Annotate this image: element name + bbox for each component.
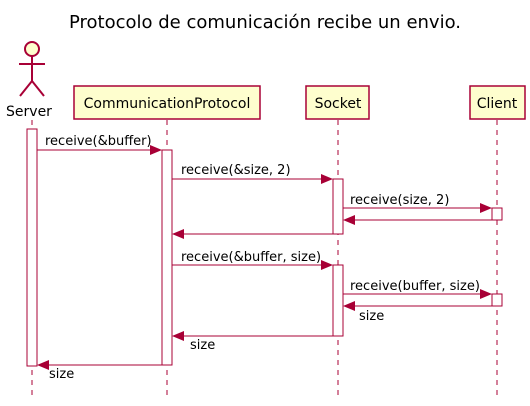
- message-label-6: receive(&buffer, size): [181, 250, 321, 265]
- participant-server: Server: [6, 41, 52, 120]
- participant-label-client: Client: [477, 96, 518, 112]
- message-1: receive(&buffer): [37, 134, 162, 155]
- message-label-2: receive(&size, 2): [181, 163, 291, 178]
- message-label-1: receive(&buffer): [45, 134, 152, 149]
- participant-label-server: Server: [6, 104, 52, 120]
- participant-label-protocol: CommunicationProtocol: [84, 96, 251, 112]
- message-label-3: receive(size, 2): [350, 193, 449, 208]
- message-9: size: [172, 331, 333, 353]
- participant-protocol: CommunicationProtocol: [73, 85, 261, 120]
- arrowhead-icon: [480, 203, 492, 213]
- activation-client-1: [491, 207, 503, 221]
- arrowhead-icon: [37, 360, 49, 370]
- arrowhead-icon: [321, 260, 333, 270]
- participant-client: Client: [469, 85, 526, 120]
- diagram-title: Protocolo de comunicación recibe un envi…: [69, 12, 461, 33]
- arrowhead-icon: [172, 229, 184, 239]
- message-6: receive(&buffer, size): [172, 250, 333, 270]
- actor-icon: [19, 41, 45, 97]
- message-10: size: [37, 360, 162, 382]
- message-3: receive(size, 2): [343, 193, 492, 213]
- message-label-10: size: [49, 367, 74, 382]
- activation-protocol: [161, 149, 173, 366]
- arrowhead-icon: [172, 331, 184, 341]
- activation-socket-1: [332, 178, 344, 235]
- message-7: receive(buffer, size): [343, 279, 492, 299]
- arrowhead-icon: [150, 145, 162, 155]
- message-2: receive(&size, 2): [172, 163, 333, 184]
- arrowhead-icon: [480, 289, 492, 299]
- message-label-7: receive(buffer, size): [350, 279, 480, 294]
- arrowhead-icon: [321, 174, 333, 184]
- message-4: [343, 215, 492, 225]
- message-5: [172, 229, 333, 239]
- participant-socket: Socket: [305, 85, 370, 120]
- arrowhead-icon: [343, 215, 355, 225]
- arrowhead-icon: [343, 301, 355, 311]
- message-label-8: size: [359, 309, 384, 324]
- message-label-9: size: [190, 338, 215, 353]
- participant-label-socket: Socket: [315, 96, 362, 112]
- activation-server: [26, 128, 38, 367]
- message-8: size: [343, 301, 492, 324]
- activation-socket-2: [332, 264, 344, 337]
- activation-client-2: [491, 293, 503, 307]
